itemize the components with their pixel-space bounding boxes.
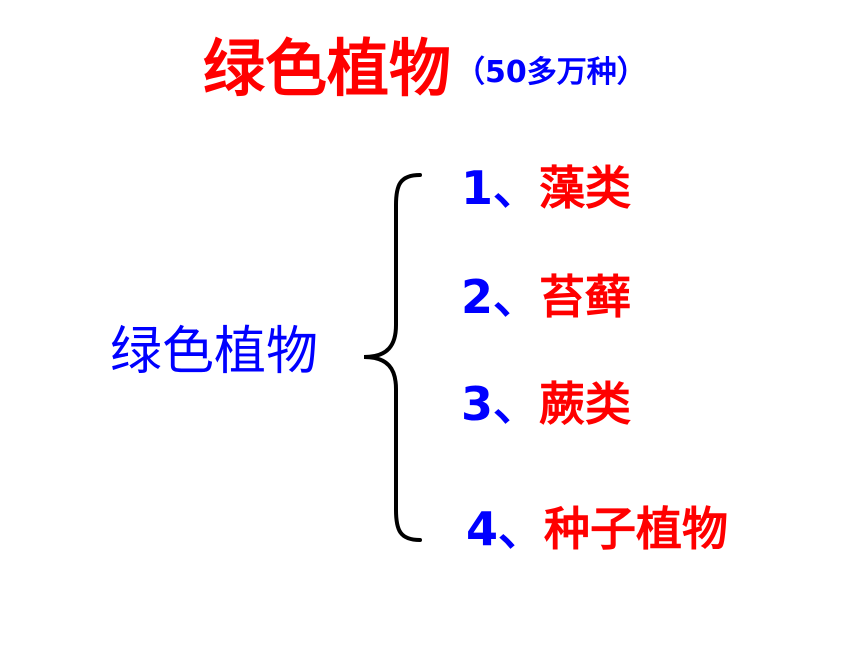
- item-number: 4、: [466, 502, 545, 556]
- slide-title: 绿色植物（50多万种）: [203, 38, 647, 100]
- list-item: 3、蕨类: [461, 381, 631, 427]
- item-name: 蕨类: [539, 377, 632, 431]
- list-item: 4、种子植物: [466, 506, 728, 552]
- root-label: 绿色植物: [110, 322, 319, 382]
- title-subtitle: （50多万种）: [455, 55, 647, 90]
- item-number: 1、: [461, 161, 540, 215]
- item-name: 苔藓: [539, 270, 632, 324]
- list-item: 1、藻类: [461, 165, 631, 211]
- curly-brace-icon: [363, 173, 422, 542]
- item-name: 种子植物: [544, 502, 729, 556]
- item-number: 3、: [461, 377, 540, 431]
- item-name: 藻类: [539, 161, 632, 215]
- list-item: 2、苔藓: [461, 274, 631, 320]
- item-number: 2、: [461, 270, 540, 324]
- title-main: 绿色植物: [203, 32, 452, 105]
